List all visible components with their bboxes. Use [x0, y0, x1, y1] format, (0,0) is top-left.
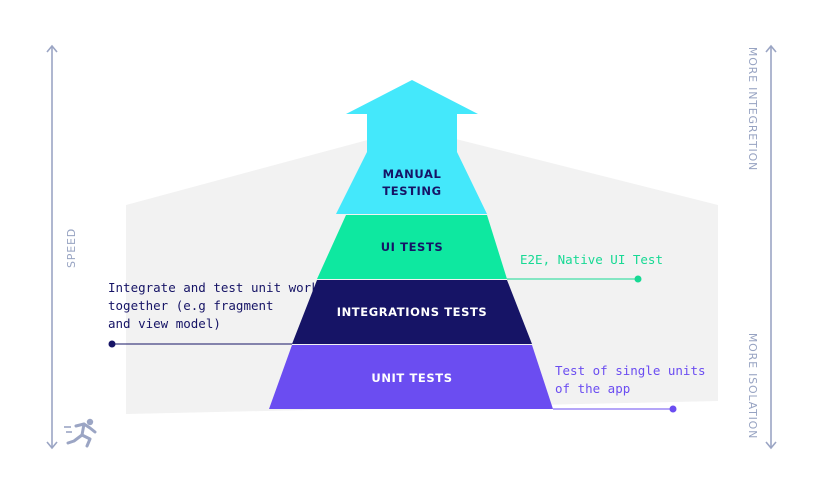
speed-axis-down-arrow-icon: [46, 441, 58, 450]
unit-note-line1: Test of single units: [555, 363, 706, 378]
unit-tests-layer: [269, 345, 553, 409]
integration-note-line1: Integrate and test unit work: [108, 280, 319, 295]
unit-note-line2: of the app: [555, 381, 630, 396]
ui-tests-note: E2E, Native UI Test: [520, 252, 663, 267]
manual-testing-label-line2: TESTING: [382, 184, 441, 198]
ui-tests-connector-dot: [634, 275, 642, 283]
integration-axis-up-arrow-icon: [765, 44, 777, 53]
integration-isolation-axis: [765, 44, 777, 450]
speed-axis-up-arrow-icon: [46, 44, 58, 53]
ui-tests-label: UI TESTS: [381, 240, 444, 254]
integration-tests-layer: [292, 280, 532, 344]
isolation-axis-down-arrow-icon: [765, 441, 777, 450]
speed-axis: [46, 44, 58, 450]
unit-connector-dot: [669, 405, 677, 413]
manual-testing-label-line1: MANUAL: [383, 167, 442, 181]
ui-tests-layer: [317, 215, 507, 279]
integration-connector-dot: [108, 340, 116, 348]
more-integration-label: MORE INTEGRETION: [746, 47, 759, 171]
integration-tests-label: INTEGRATIONS TESTS: [337, 305, 488, 319]
unit-tests-label: UNIT TESTS: [371, 371, 452, 385]
speed-axis-label: SPEED: [65, 228, 78, 268]
manual-testing-layer: [336, 80, 487, 214]
integration-note-line3: and view model): [108, 316, 221, 331]
running-person-icon: [64, 418, 97, 448]
more-isolation-label: MORE ISOLATION: [746, 333, 759, 439]
integration-note-line2: together (e.g fragment: [108, 298, 274, 313]
